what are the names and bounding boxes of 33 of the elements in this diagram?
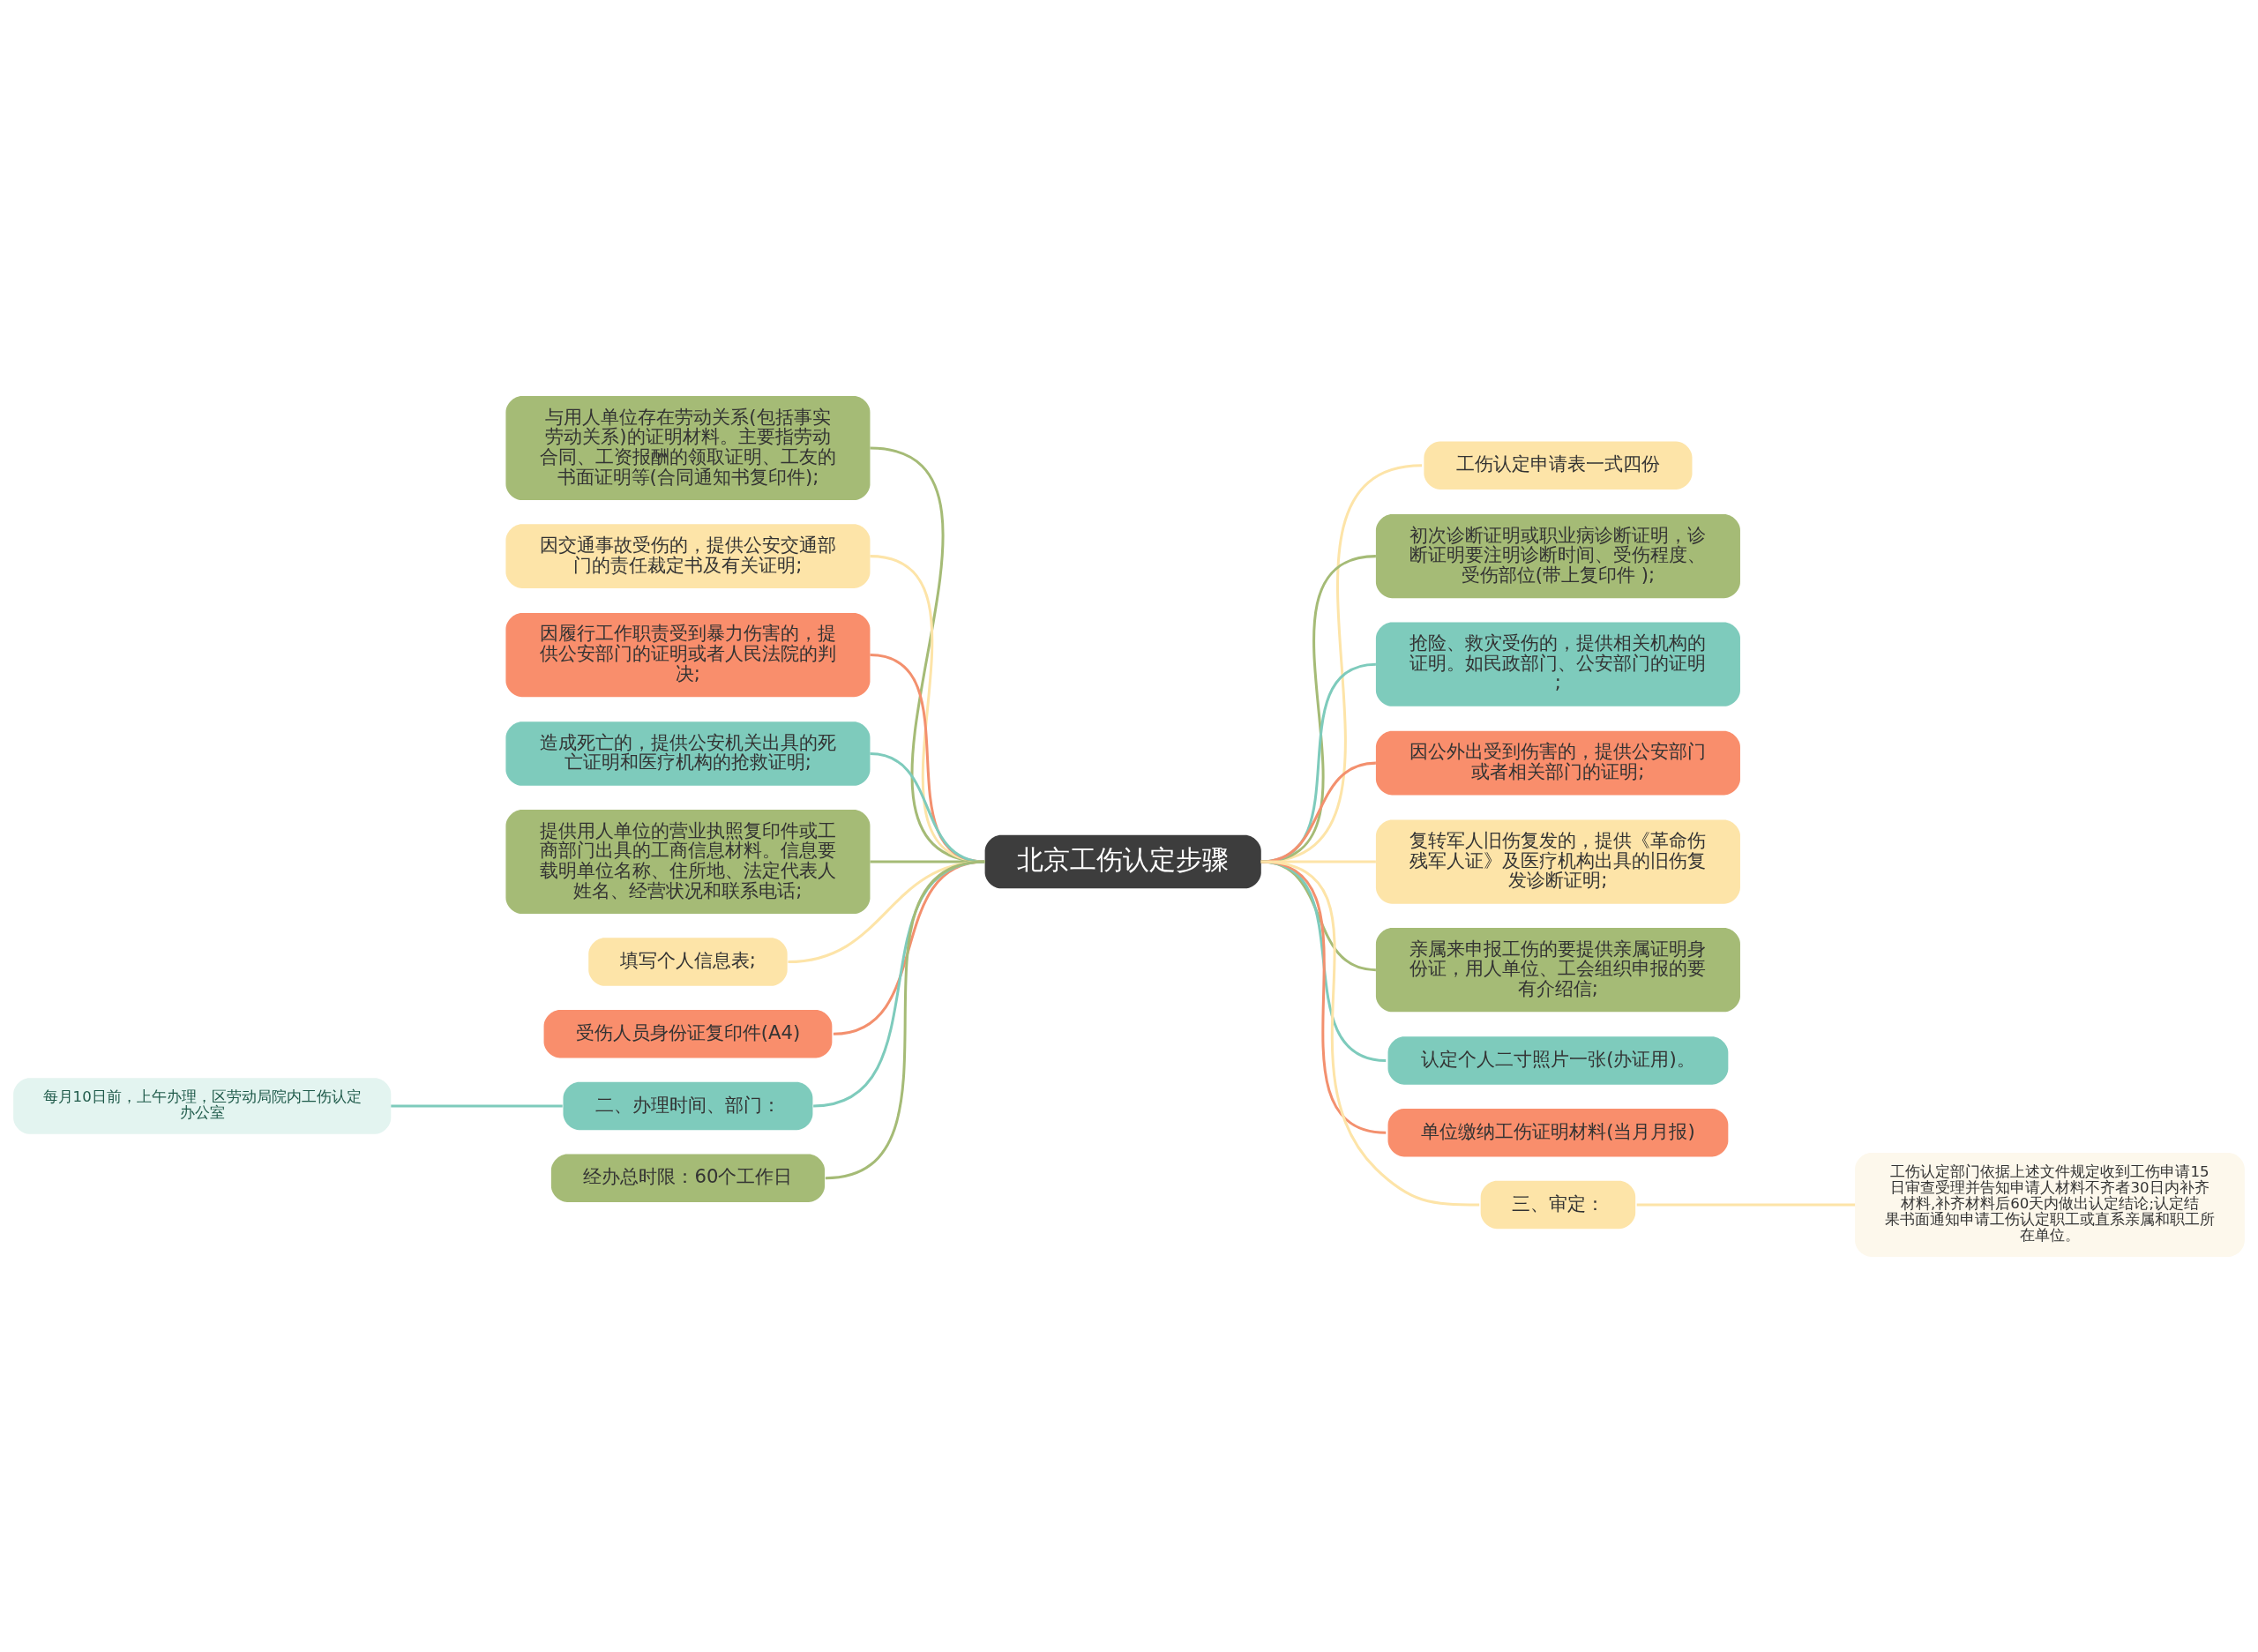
- node-box: 二、办理时间、部门：: [563, 1081, 813, 1130]
- node-box: 三、审定：: [1480, 1180, 1636, 1229]
- node-box: 复转军人旧伤复发的，提供《革命伤残军人证》及医疗机构出具的旧伤复发诊断证明;: [1375, 819, 1740, 904]
- connector: [1260, 662, 1377, 863]
- connector: [870, 446, 985, 863]
- node-box: 初次诊断证明或职业病诊断证明，诊断证明要注明诊断时间、受伤程度、受伤部位(带上复印件 );: [1375, 513, 1740, 598]
- node-box: 亲属来申报工伤的要提供亲属证明身份证，用人单位、工会组织申报的要有介绍信;: [1375, 927, 1740, 1012]
- node-box: 造成死亡的，提供公安机关出具的死亡证明和医疗机构的抢救证明;: [505, 721, 871, 786]
- node-box: 提供用人单位的营业执照复印件或工商部门出具的工商信息材料。信息要载明单位名称、住所地、法定代表人姓名、经营状况和联系电话;: [505, 809, 871, 914]
- node-box: 单位缴纳工伤证明材料(当月月报): [1387, 1108, 1729, 1156]
- node-box: 北京工伤认定步骤: [984, 834, 1261, 888]
- connector: [1260, 554, 1377, 863]
- node-box: 每月10日前，上午办理，区劳动局院内工伤认定办公室: [13, 1077, 392, 1134]
- connector: [1260, 860, 1480, 1206]
- node-box: 认定个人二寸照片一张(办证用)。: [1387, 1035, 1729, 1085]
- connector: [391, 1103, 563, 1107]
- node-box: 与用人单位存在劳动关系(包括事实劳动关系)的证明材料。主要指劳动合同、工资报酬的领取证明、工友的书面证明等(合同通知书复印件);: [505, 395, 871, 500]
- connector: [825, 860, 985, 1179]
- node-box: 抢险、救灾受伤的，提供相关机构的证明。如民政部门、公安部门的证明;: [1375, 622, 1740, 706]
- connector: [1260, 463, 1423, 863]
- connector: [1636, 1202, 1856, 1206]
- node-box: 工伤认定部门依据上述文件规定收到工伤申请15日审查受理并告知申请人材料不齐者30日内补齐材料,补齐材料后60天内做出认定结论;认定结果书面通知申请工伤认定职工或直系亲属和职工所在单位。: [1855, 1152, 2245, 1257]
- node-box: 经办总时限：60个工作日: [550, 1153, 826, 1202]
- connector: [870, 751, 985, 863]
- node-box: 工伤认定申请表一式四份: [1424, 441, 1693, 490]
- node-box: 因履行工作职责受到暴力伤害的，提供公安部门的证明或者人民法院的判决;: [505, 612, 871, 697]
- node-box: 受伤人员身份证复印件(A4): [543, 1009, 833, 1058]
- node-box: 因交通事故受伤的，提供公安交通部门的责任裁定书及有关证明;: [505, 523, 871, 588]
- connector: [1260, 761, 1377, 863]
- node-box: 填写个人信息表;: [588, 937, 788, 986]
- connector: [870, 653, 985, 863]
- connector: [870, 554, 985, 863]
- node-box: 因公外出受到伤害的，提供公安部门或者相关部门的证明;: [1375, 730, 1740, 795]
